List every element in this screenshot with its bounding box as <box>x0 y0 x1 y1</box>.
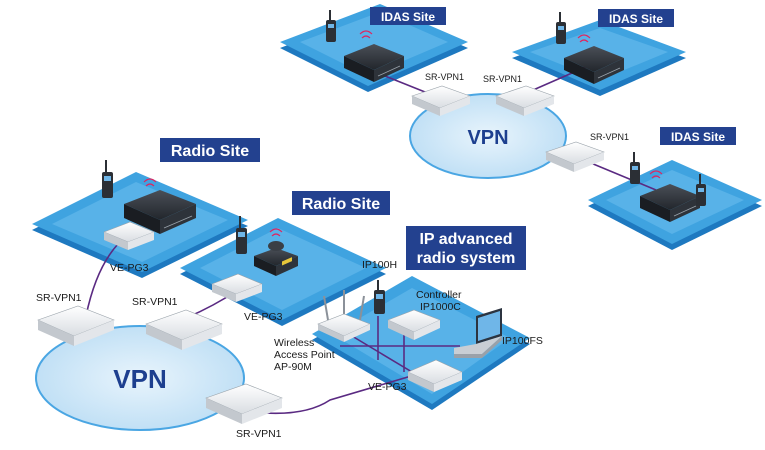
svg-text:Radio Site: Radio Site <box>302 196 380 213</box>
svg-text:IP advanced: IP advanced <box>419 231 512 248</box>
ip100h-handheld <box>374 280 385 314</box>
label-wap-line1: Wireless <box>274 337 314 349</box>
label-ve-pg3-b: VE-PG3 <box>244 311 283 323</box>
handheld-radio-idas-1 <box>326 10 336 42</box>
label-sr-vpn1-f: SR-VPN1 <box>236 428 282 440</box>
idas-site-title-3: IDAS Site <box>660 127 736 145</box>
repeater-idas-1 <box>344 44 404 82</box>
sr-vpn1-router-d <box>37 305 115 346</box>
radio-site-title-1: Radio Site <box>160 138 260 162</box>
label-controller: Controller <box>416 289 462 301</box>
svg-text:IDAS Site: IDAS Site <box>671 130 725 144</box>
ve-pg3-gateway-a <box>103 221 155 250</box>
label-sr-vpn1-b: SR-VPN1 <box>483 74 522 84</box>
handheld-radio-site-1 <box>102 160 113 198</box>
signal-icons <box>143 30 663 237</box>
vpn-label-bottom: VPN <box>113 364 166 394</box>
label-wap-line3: AP-90M <box>274 361 312 373</box>
idas-site-title-2: IDAS Site <box>598 9 674 27</box>
idas-site-title-1: IDAS Site <box>370 7 446 25</box>
ip100fs-laptop-icon <box>454 308 502 358</box>
sr-vpn1-router-c <box>545 141 605 172</box>
mobile-radio-site-2 <box>254 241 298 276</box>
label-ip1000c: IP1000C <box>420 301 461 313</box>
handheld-radio-idas-3b <box>696 174 706 206</box>
vpn-label-top: VPN <box>467 127 508 149</box>
sr-vpn1-router-e <box>145 309 223 350</box>
svg-text:radio system: radio system <box>417 250 516 267</box>
label-sr-vpn1-e: SR-VPN1 <box>132 296 178 308</box>
sr-vpn1-router-f <box>205 383 283 424</box>
svg-text:Radio Site: Radio Site <box>171 143 249 160</box>
svg-text:IDAS Site: IDAS Site <box>609 12 663 26</box>
handheld-radio-idas-3a <box>630 152 640 184</box>
repeater-idas-3 <box>640 184 700 222</box>
sr-vpn1-router-b <box>495 85 555 116</box>
ap-90m-access-point <box>317 290 371 342</box>
ip-advanced-title: IP advanced radio system <box>406 226 526 270</box>
label-ve-pg3-c: VE-PG3 <box>368 381 407 393</box>
label-wap-line2: Access Point <box>274 349 335 361</box>
vpn-cloud-bottom: VPN <box>35 325 245 431</box>
ve-pg3-gateway-b <box>211 273 263 302</box>
svg-text:IDAS Site: IDAS Site <box>381 10 435 24</box>
label-ip100h: IP100H <box>362 259 397 271</box>
label-sr-vpn1-d: SR-VPN1 <box>36 292 82 304</box>
label-sr-vpn1-c: SR-VPN1 <box>590 132 629 142</box>
label-ip100fs: IP100FS <box>502 335 543 347</box>
ip1000c-controller <box>387 309 441 340</box>
repeater-radio-site-1 <box>124 190 196 234</box>
vpn-cloud-top: VPN <box>409 93 567 179</box>
ve-pg3-gateway-c <box>407 359 463 392</box>
handheld-radio-site-2 <box>236 216 247 254</box>
label-sr-vpn1-a: SR-VPN1 <box>425 72 464 82</box>
sr-vpn1-router-a <box>411 85 471 116</box>
label-ve-pg3-a: VE-PG3 <box>110 262 149 274</box>
radio-site-title-2: Radio Site <box>292 191 390 215</box>
handheld-radio-idas-2 <box>556 12 566 44</box>
repeater-idas-2 <box>564 46 624 84</box>
